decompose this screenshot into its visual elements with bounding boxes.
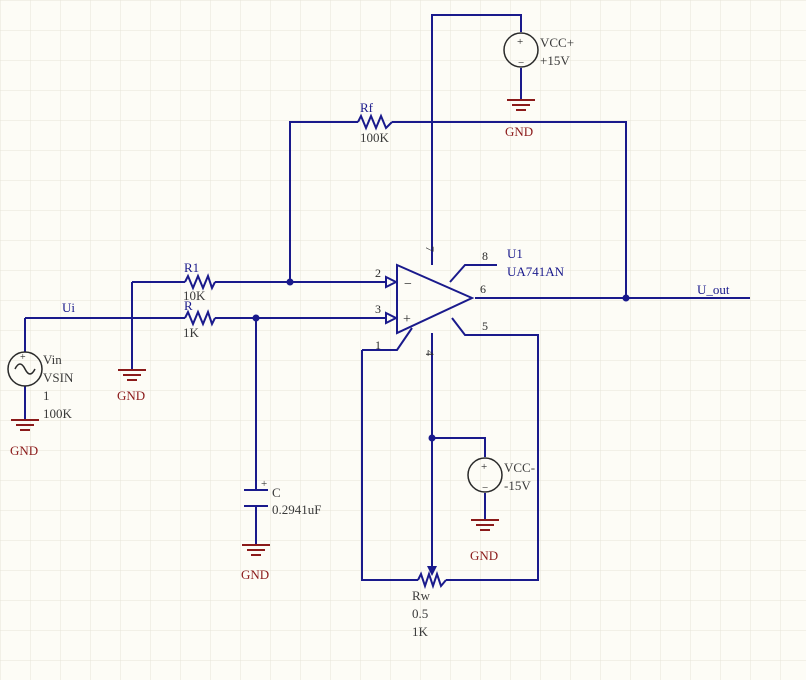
cap-value: 0.2941uF — [272, 502, 321, 517]
svg-text:GND: GND — [241, 567, 269, 582]
svg-text:GND: GND — [505, 124, 533, 139]
svg-text:+: + — [481, 461, 487, 473]
net-label-input: Ui — [62, 300, 75, 315]
pin-4-label: 4 — [423, 350, 437, 356]
svg-text:GND: GND — [470, 548, 498, 563]
pin-numbers: 2 3 1 6 8 5 7 4 — [375, 246, 488, 356]
pin-7-label: 7 — [423, 246, 437, 252]
svg-text:+: + — [517, 36, 523, 48]
rf-value: 100K — [360, 130, 390, 145]
vccp-value: +15V — [540, 53, 570, 68]
wire-vccp-top — [431, 14, 522, 265]
svg-text:GND: GND — [117, 388, 145, 403]
ground-vin: GND — [10, 419, 40, 458]
wire-feedback-left — [289, 121, 358, 282]
cap-ref: C — [272, 485, 281, 500]
opamp-plus-sign: + — [403, 312, 411, 327]
u1-ref: U1 — [507, 246, 523, 261]
r1-ref: R1 — [184, 260, 199, 275]
capacitor-c[interactable]: + C 0.2941uF — [244, 478, 321, 517]
r-value: 1K — [183, 325, 200, 340]
rw-value: 1K — [412, 624, 429, 639]
net-label-output: U_out — [697, 282, 730, 297]
junction-dot — [252, 314, 260, 322]
wire-feedback-right — [392, 121, 627, 298]
svg-text:+: + — [20, 352, 26, 363]
svg-text:−: − — [482, 482, 488, 494]
u1-model: UA741AN — [507, 264, 565, 279]
junction-dot — [622, 294, 630, 302]
wire-null-right — [446, 317, 539, 581]
wires — [24, 14, 750, 581]
vccp-ref: VCC+ — [540, 35, 574, 50]
opamp-minus-sign: − — [404, 277, 412, 292]
opamp-u1[interactable]: − + U1 UA741AN — [372, 246, 565, 335]
vccn-value: -15V — [504, 478, 531, 493]
potentiometer-rw[interactable]: Rw 0.5 1K — [412, 565, 447, 639]
vin-frequency: 100K — [43, 406, 73, 421]
resistor-r1[interactable]: R1 10K — [183, 260, 216, 303]
pin-3-label: 3 — [375, 302, 381, 316]
r-ref: R — [184, 298, 193, 313]
junction-dot — [428, 434, 436, 442]
source-vin[interactable]: + Vin VSIN 1 100K — [7, 351, 74, 421]
vin-model: VSIN — [43, 370, 74, 385]
svg-text:−: − — [518, 57, 524, 69]
pin-6-label: 6 — [480, 282, 486, 296]
junction-dot — [286, 278, 294, 286]
pin-2-label: 2 — [375, 266, 381, 280]
rw-setting: 0.5 — [412, 606, 428, 621]
rf-ref: Rf — [360, 100, 374, 115]
wire-null-left — [361, 350, 418, 581]
vccn-ref: VCC- — [504, 460, 535, 475]
wire-vccn-top — [432, 437, 486, 457]
source-vcc-plus[interactable]: + − VCC+ +15V — [503, 32, 574, 69]
source-vcc-minus[interactable]: + − VCC- -15V — [467, 457, 535, 494]
rw-ref: Rw — [412, 588, 431, 603]
ground-cap: GND — [241, 544, 271, 582]
r1-value: 10K — [183, 288, 206, 303]
resistor-r[interactable]: R 1K — [183, 298, 216, 340]
ground-vccn: GND — [470, 519, 500, 563]
vin-amplitude: 1 — [43, 388, 50, 403]
pin-5-label: 5 — [482, 319, 488, 333]
ground-vccp: GND — [505, 99, 536, 139]
svg-text:GND: GND — [10, 443, 38, 458]
resistor-rf[interactable]: Rf 100K — [357, 100, 393, 145]
cap-plus: + — [261, 478, 267, 490]
vin-ref: Vin — [43, 352, 62, 367]
ground-r1: GND — [117, 369, 147, 403]
pin-8-label: 8 — [482, 249, 488, 263]
pin-1-label: 1 — [375, 338, 381, 352]
wire-pin1 — [362, 327, 413, 351]
wire-pin8 — [449, 264, 497, 283]
